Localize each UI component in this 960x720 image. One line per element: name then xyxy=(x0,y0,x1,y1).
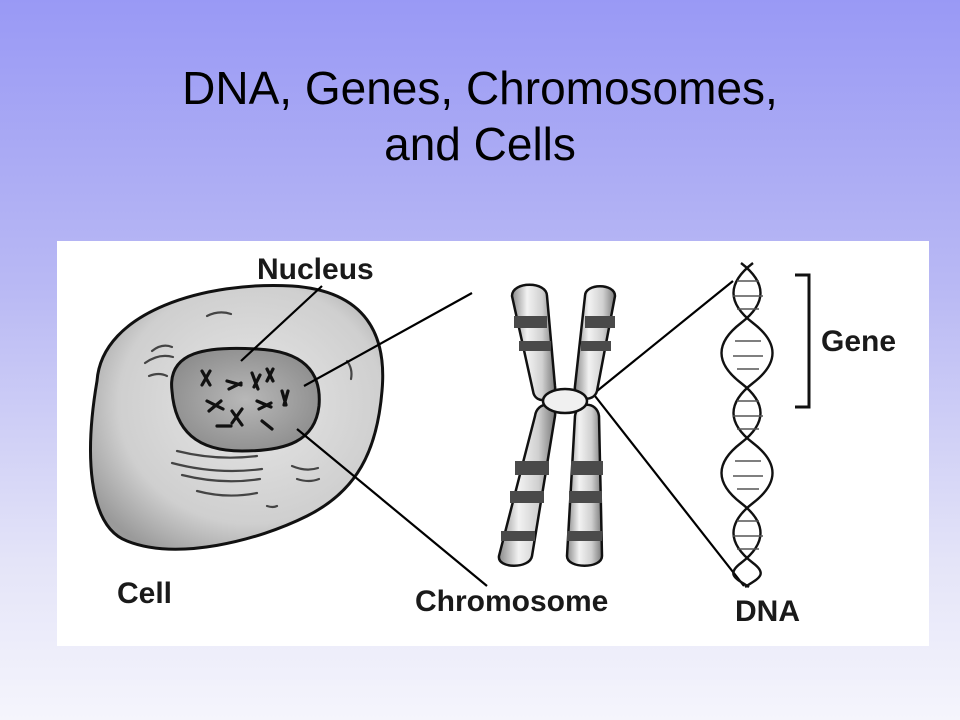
nucleus-chromosomes xyxy=(200,367,290,431)
pointer-lines xyxy=(240,280,745,587)
cell-dna-figure: Nucleus Cell Chromosome Gene DNA xyxy=(57,241,929,646)
dna-helix xyxy=(720,262,774,588)
gene-bracket xyxy=(795,273,811,409)
label-dna: DNA xyxy=(735,595,800,628)
figure-svg: Nucleus Cell Chromosome Gene DNA xyxy=(89,253,896,628)
title-line-2: and Cells xyxy=(384,118,576,170)
label-gene: Gene xyxy=(821,325,896,358)
nucleus xyxy=(170,346,321,453)
label-cell: Cell xyxy=(117,577,172,610)
label-nucleus: Nucleus xyxy=(257,253,374,286)
slide-title: DNA, Genes, Chromosomes, and Cells xyxy=(0,60,960,172)
dna-base-pairs xyxy=(733,280,763,550)
chromosome xyxy=(497,283,617,567)
label-chromosome: Chromosome xyxy=(415,585,608,618)
title-line-1: DNA, Genes, Chromosomes, xyxy=(182,62,778,114)
